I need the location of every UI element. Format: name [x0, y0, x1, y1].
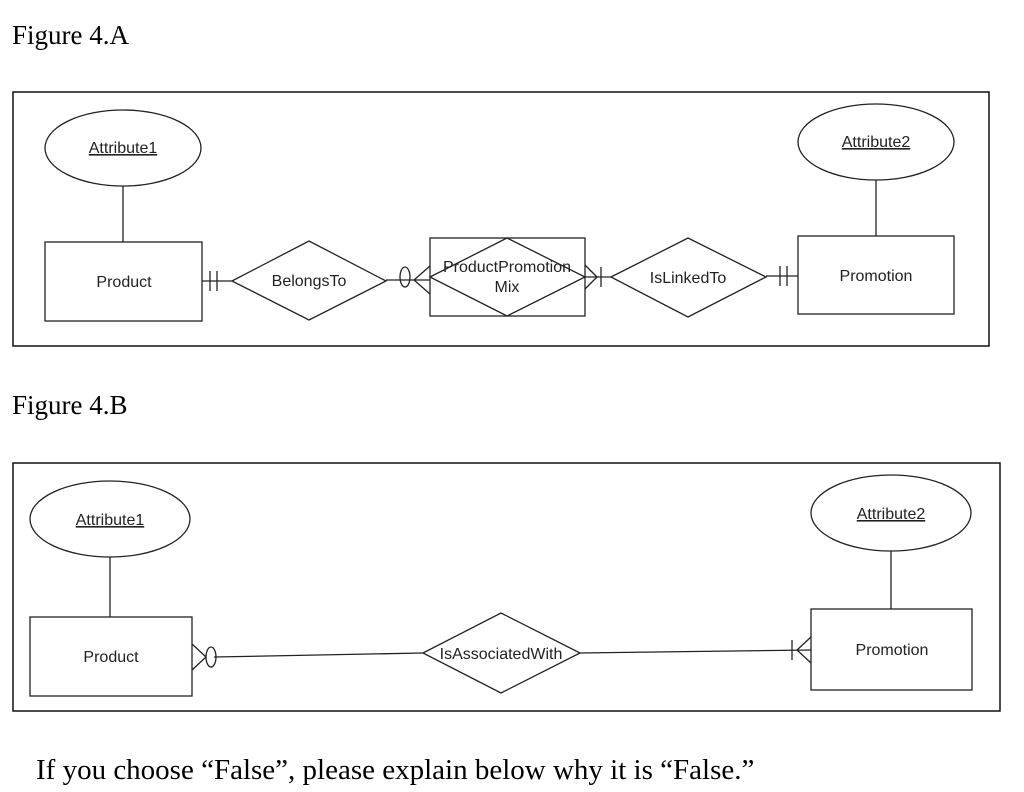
- mix-crowfoot-left-lower: [413, 279, 431, 295]
- islinkedto-label: IsLinkedTo: [650, 270, 727, 287]
- product-promotion-mix-label-line2: Mix: [495, 279, 520, 296]
- mix-crowfoot-right-lower: [584, 276, 598, 290]
- figure-4a: Attribute1 Attribute2 Product BelongsTo …: [12, 91, 990, 347]
- b-promotion-label: Promotion: [856, 642, 929, 659]
- product-promotion-mix-label-line1: ProductPromotion: [443, 259, 571, 276]
- figure-4a-caption: Figure 4.A: [12, 20, 129, 50]
- b-product-optional-circle: [205, 646, 217, 668]
- isassociatedwith-label: IsAssociatedWith: [440, 646, 563, 663]
- b-attribute2-ellipse: [810, 474, 972, 552]
- b-assoc-promotion-line: [579, 649, 812, 654]
- mix-optional-circle-left: [399, 266, 411, 288]
- figure-4b: Attribute1 Attribute2 Product IsAssociat…: [12, 462, 1001, 712]
- b-promotion-crowfoot-lower: [796, 649, 812, 664]
- instruction-text: If you choose “False”, please explain be…: [36, 754, 755, 786]
- product-promotion-mix-diamond: [428, 237, 587, 317]
- product-label: Product: [96, 274, 152, 291]
- attribute2-label: Attribute2: [842, 134, 911, 151]
- b-attribute1-ellipse: [29, 480, 191, 558]
- attribute1-ellipse: [44, 109, 202, 187]
- figure-4b-caption: Figure 4.B: [12, 390, 128, 420]
- islinkedto-relationship: [609, 237, 768, 318]
- promotion-label: Promotion: [840, 268, 913, 285]
- b-product-label: Product: [83, 649, 139, 666]
- b-attribute1-label: Attribute1: [76, 512, 145, 529]
- b-attribute2-label: Attribute2: [857, 506, 926, 523]
- product-entity: [44, 241, 203, 322]
- belongsto-relationship: [230, 240, 388, 321]
- mix-crowfoot-left-upper: [413, 265, 431, 281]
- figure-4a-frame: [12, 91, 990, 347]
- b-promotion-entity: [810, 608, 973, 691]
- figure-4b-frame: [12, 462, 1001, 712]
- b-product-entity: [29, 616, 193, 697]
- isassociatedwith-relationship: [421, 612, 582, 694]
- b-promotion-crowfoot-upper: [796, 636, 812, 651]
- b-product-crowfoot-lower: [191, 656, 207, 671]
- promotion-entity: [797, 235, 955, 315]
- belongsto-label: BelongsTo: [272, 273, 347, 290]
- attribute1-label: Attribute1: [89, 140, 158, 157]
- mix-crowfoot-right-upper: [584, 264, 598, 278]
- attribute2-ellipse: [797, 103, 955, 181]
- b-product-assoc-line: [213, 652, 424, 658]
- b-product-crowfoot-upper: [191, 643, 207, 658]
